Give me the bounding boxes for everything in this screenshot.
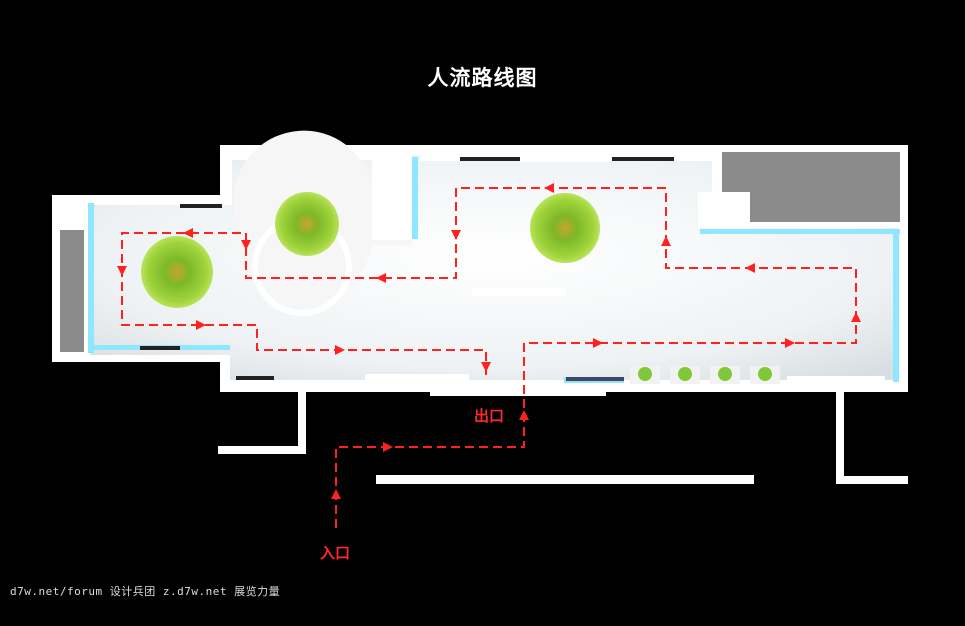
route-arrows bbox=[117, 183, 861, 499]
watermark-text: d7w.net/forum 设计兵团 z.d7w.net 展览力量 bbox=[10, 585, 281, 598]
service-rooms bbox=[60, 152, 900, 352]
diagram-title: 人流路线图 bbox=[427, 66, 538, 90]
entrance-label: 入口 bbox=[320, 544, 351, 562]
display-cases bbox=[140, 157, 885, 396]
exit-label: 出口 bbox=[474, 407, 505, 425]
planter-row bbox=[630, 366, 780, 384]
plant-islands bbox=[141, 192, 600, 308]
outside-walls bbox=[218, 392, 908, 484]
